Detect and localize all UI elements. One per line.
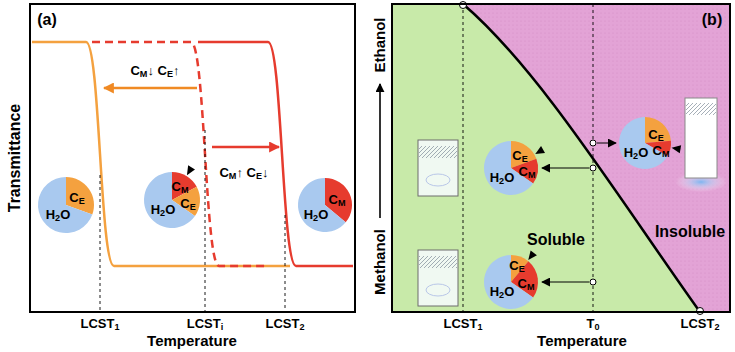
pie-label: CM bbox=[519, 165, 536, 178]
beaker-cloudy bbox=[685, 98, 717, 178]
axis-arrow bbox=[379, 84, 381, 218]
pie-label: CM bbox=[329, 193, 346, 206]
pie-graphic bbox=[38, 177, 94, 233]
beaker-clear bbox=[418, 250, 458, 306]
pie-graphic bbox=[619, 117, 671, 169]
axis-title: Temperature bbox=[147, 333, 237, 348]
pie-label: CE bbox=[512, 149, 527, 162]
region-label: Soluble bbox=[527, 232, 585, 248]
pie-label: H2O bbox=[490, 171, 515, 184]
axis-title: Ethanol bbox=[372, 18, 387, 73]
pie-label: H2O bbox=[624, 146, 649, 159]
beaker-clear bbox=[418, 250, 458, 306]
guide-line bbox=[463, 4, 464, 312]
plot-frame bbox=[30, 4, 355, 312]
pie-slice bbox=[38, 177, 92, 233]
axis-tick-label: T0 bbox=[586, 317, 599, 330]
leader-arrow bbox=[542, 168, 589, 169]
pie-chart: H2O CE bbox=[38, 177, 94, 233]
pie-graphic bbox=[298, 178, 352, 232]
arrow-label: CM↑ CE↓ bbox=[219, 166, 268, 179]
pie-slice bbox=[298, 178, 346, 232]
beaker-cloudy bbox=[686, 103, 716, 115]
transmittance-curve bbox=[32, 42, 290, 266]
panel-a bbox=[30, 4, 355, 312]
pie-label: CE bbox=[69, 191, 84, 204]
pie-label: CM bbox=[172, 180, 189, 193]
axis-tick-label: LCST2 bbox=[265, 317, 304, 330]
transmittance-curve bbox=[198, 42, 353, 266]
guide-line bbox=[285, 215, 286, 312]
shift-arrow bbox=[212, 146, 279, 149]
pie-chart: CE CMH2O bbox=[484, 255, 538, 309]
pie-label: CM bbox=[653, 144, 670, 157]
axis-tick-label: LCST2 bbox=[680, 317, 719, 330]
pointer-triangle bbox=[533, 146, 545, 157]
pie-label: CM bbox=[518, 277, 535, 290]
axis-title: Methanol bbox=[372, 229, 387, 295]
pie-label: H2O bbox=[304, 208, 329, 221]
pie-chart: CE CM H2O bbox=[619, 117, 671, 169]
axis-tick-label: LCST1 bbox=[80, 317, 119, 330]
pie-label: H2O bbox=[46, 208, 71, 221]
insoluble-region bbox=[463, 4, 730, 312]
guide-line bbox=[205, 130, 206, 312]
pie-label: H2O bbox=[151, 203, 176, 216]
pointer-triangle bbox=[184, 165, 195, 177]
beaker-clear bbox=[418, 140, 458, 196]
pie-graphic bbox=[144, 165, 200, 228]
plot-frame bbox=[392, 4, 730, 312]
panel-b bbox=[380, 2, 730, 315]
pie-slice bbox=[645, 117, 671, 143]
pie-chart: H2OCM bbox=[298, 178, 352, 232]
transmittance-curve bbox=[92, 42, 265, 266]
beaker-clear bbox=[426, 174, 450, 186]
region-label: Insoluble bbox=[655, 224, 725, 240]
state-marker bbox=[590, 140, 596, 146]
beaker-cloudy bbox=[675, 98, 727, 192]
leader-arrow bbox=[542, 282, 589, 283]
axis-title: Temperature bbox=[537, 333, 627, 348]
pie-graphic bbox=[484, 250, 538, 309]
state-marker bbox=[590, 165, 596, 171]
axis-title: Transmittance bbox=[7, 104, 23, 212]
pointer-triangle bbox=[671, 144, 681, 153]
axis-tick-label: LCST1 bbox=[443, 317, 482, 330]
pie-label: CE bbox=[180, 197, 195, 210]
pie-label: CE bbox=[509, 259, 524, 272]
guide-line bbox=[100, 175, 101, 312]
pie-graphic bbox=[619, 117, 681, 169]
panel-letter: (b) bbox=[702, 12, 722, 28]
soluble-region bbox=[392, 4, 730, 312]
pie-graphic bbox=[484, 141, 538, 195]
pie-chart: CE CM H2O bbox=[484, 141, 538, 195]
beaker-clear bbox=[419, 146, 457, 158]
pie-chart: H2O CM CE bbox=[144, 172, 200, 228]
pie-graphic bbox=[38, 177, 94, 233]
beaker-clear bbox=[418, 140, 458, 196]
axis-tick-label: LCSTi bbox=[187, 317, 223, 330]
beaker-clear bbox=[426, 284, 450, 296]
leader-arrow bbox=[597, 143, 616, 144]
arrow-label: CM↓ CE↑ bbox=[130, 64, 179, 77]
phase-boundary bbox=[463, 4, 700, 312]
panel-letter: (a) bbox=[37, 12, 57, 28]
pie-graphic bbox=[484, 141, 545, 195]
pie-label: CE bbox=[648, 128, 663, 141]
beaker-clear bbox=[419, 256, 457, 268]
pie-label: H2O bbox=[490, 285, 515, 298]
plot-ground bbox=[30, 4, 355, 312]
pointer-triangle bbox=[525, 250, 537, 262]
shift-arrow bbox=[104, 87, 197, 90]
state-marker bbox=[590, 279, 596, 285]
pie-slice bbox=[144, 172, 195, 228]
